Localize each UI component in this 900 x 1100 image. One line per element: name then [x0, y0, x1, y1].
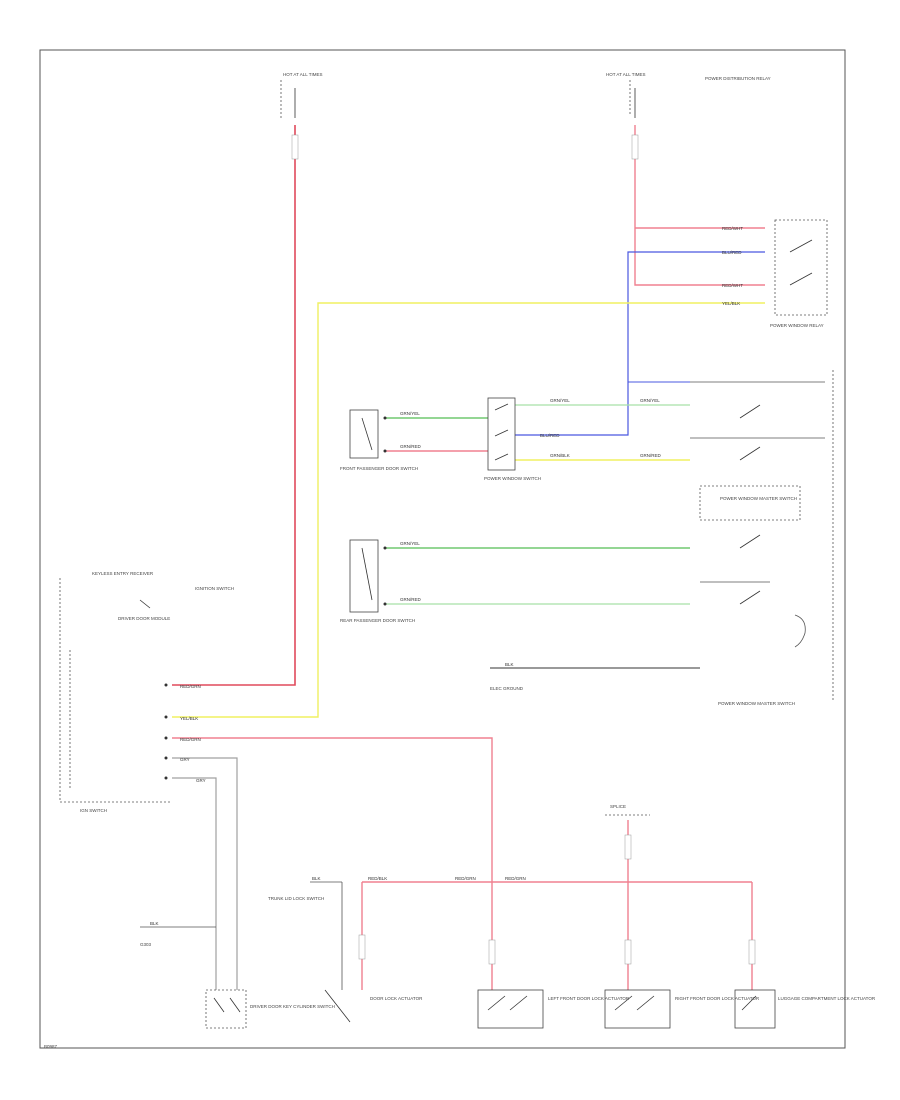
- wire-label: RED/GRN: [180, 737, 201, 742]
- door-lock-actuator: DOOR LOCK ACTUATOR: [324, 989, 423, 1023]
- wire-label: RED/GRN: [505, 876, 526, 881]
- lf-door-lock-actuator: LEFT FRONT DOOR LOCK ACTUATOR: [477, 989, 630, 1029]
- front-passenger-window-switch-label: POWER WINDOW SWITCH: [484, 476, 541, 481]
- wire-label: BLK: [505, 662, 514, 667]
- key-cylinder-switch: DRIVER DOOR KEY CYLINDER SWITCH: [205, 989, 335, 1029]
- rf-door-lock-actuator: RIGHT FRONT DOOR LOCK ACTUATOR: [604, 989, 760, 1029]
- wire-blue: [515, 251, 765, 436]
- wire-gray-2: [172, 777, 217, 990]
- lf-actuator-label: LEFT FRONT DOOR LOCK ACTUATOR: [548, 996, 630, 1001]
- wire-yellow: [172, 302, 765, 718]
- wire-label: GRN/RED: [400, 444, 422, 449]
- wire-label: BLK: [312, 876, 321, 881]
- wire-label: RED/BLK: [368, 876, 387, 881]
- fuse-left-title: HOT AT ALL TIMES: [283, 72, 323, 77]
- wire-label: GRY: [180, 757, 190, 762]
- master-switch-inner-label: POWER WINDOW MASTER SWITCH: [720, 496, 797, 501]
- rear-door-switch: REAR PASSENGER DOOR SWITCH: [340, 539, 415, 623]
- key-cylinder-switch-label: DRIVER DOOR KEY CYLINDER SWITCH: [250, 1004, 335, 1009]
- wire-label: RED/GRN: [455, 876, 476, 881]
- wire-label: GRN/YEL: [400, 411, 420, 416]
- module-title: KEYLESS ENTRY RECEIVER: [92, 571, 154, 576]
- wire-gray-1: [172, 757, 238, 990]
- rear-actuator-label: LUGGAGE COMPARTMENT LOCK ACTUATOR: [778, 996, 876, 1001]
- splice: SPLICE: [605, 804, 650, 816]
- wire-label: GRN/YEL: [550, 398, 570, 403]
- wire-label: BLK: [150, 921, 159, 926]
- wire-label-red-left: RED/GRN: [180, 684, 201, 689]
- fuse-left: HOT AT ALL TIMES: [280, 72, 323, 120]
- module-relay: IGNITION SWITCH: [195, 586, 234, 591]
- power-window-master-switch: POWER WINDOW MASTER SWITCH POWER WINDOW …: [690, 370, 834, 706]
- rear-door-switch-label: REAR PASSENGER DOOR SWITCH: [340, 618, 415, 623]
- front-door-switch-label: FRONT PASSENGER DOOR SWITCH: [340, 466, 418, 471]
- wire-red-right-feed: [634, 125, 765, 286]
- wire-label: RED/WHT: [722, 226, 743, 231]
- wire-label: GRN/BLK: [550, 453, 570, 458]
- module-bottom: IGN SWITCH: [80, 808, 107, 813]
- front-door-switch: FRONT PASSENGER DOOR SWITCH: [340, 409, 418, 471]
- wire-label: GRN/YEL: [640, 398, 660, 403]
- page-code: B0987: [44, 1044, 58, 1049]
- wire-label: YEL/BLK: [722, 301, 740, 306]
- wire-label: YEL/BLK: [180, 716, 198, 721]
- ground-note: ELEC GROUND: [490, 686, 524, 691]
- wire-red-left: [172, 125, 296, 686]
- wire-label: GRN/YEL: [400, 541, 420, 546]
- fuse-right-title: HOT AT ALL TIMES: [606, 72, 646, 77]
- power-window-relay: POWER WINDOW RELAY: [770, 219, 828, 328]
- keyless-entry-module: KEYLESS ENTRY RECEIVER IGNITION SWITCH D…: [59, 571, 234, 813]
- wire-pink-module: [172, 737, 493, 990]
- rear-lock-actuator: LUGGAGE COMPARTMENT LOCK ACTUATOR: [734, 989, 876, 1029]
- master-switch-label: POWER WINDOW MASTER SWITCH: [718, 701, 795, 706]
- wire-label: GRN/RED: [640, 453, 662, 458]
- wire-label: RED/WHT: [722, 283, 743, 288]
- splice-label: SPLICE: [610, 804, 626, 809]
- fuse-right-note: POWER DISTRIBUTION RELAY: [705, 76, 771, 81]
- rf-actuator-label: RIGHT FRONT DOOR LOCK ACTUATOR: [675, 996, 760, 1001]
- trunk-switch-label: TRUNK LID LOCK SWITCH: [268, 896, 324, 901]
- diagram-frame: [39, 49, 846, 1049]
- module-connector: DRIVER DOOR MODULE: [118, 616, 170, 621]
- fuse-right: HOT AT ALL TIMES POWER DISTRIBUTION RELA…: [606, 72, 771, 118]
- wire-label: GRY: [196, 778, 206, 783]
- front-passenger-window-switch: POWER WINDOW SWITCH: [484, 397, 541, 481]
- wire-label: GRN/RED: [400, 597, 422, 602]
- wire-label: BLU/RED: [722, 250, 742, 255]
- door-lock-actuator-label: DOOR LOCK ACTUATOR: [370, 996, 423, 1001]
- ground-left: G303: [140, 942, 152, 947]
- relay-block-label: POWER WINDOW RELAY: [770, 323, 824, 328]
- wire-label: BLU/RED: [540, 433, 560, 438]
